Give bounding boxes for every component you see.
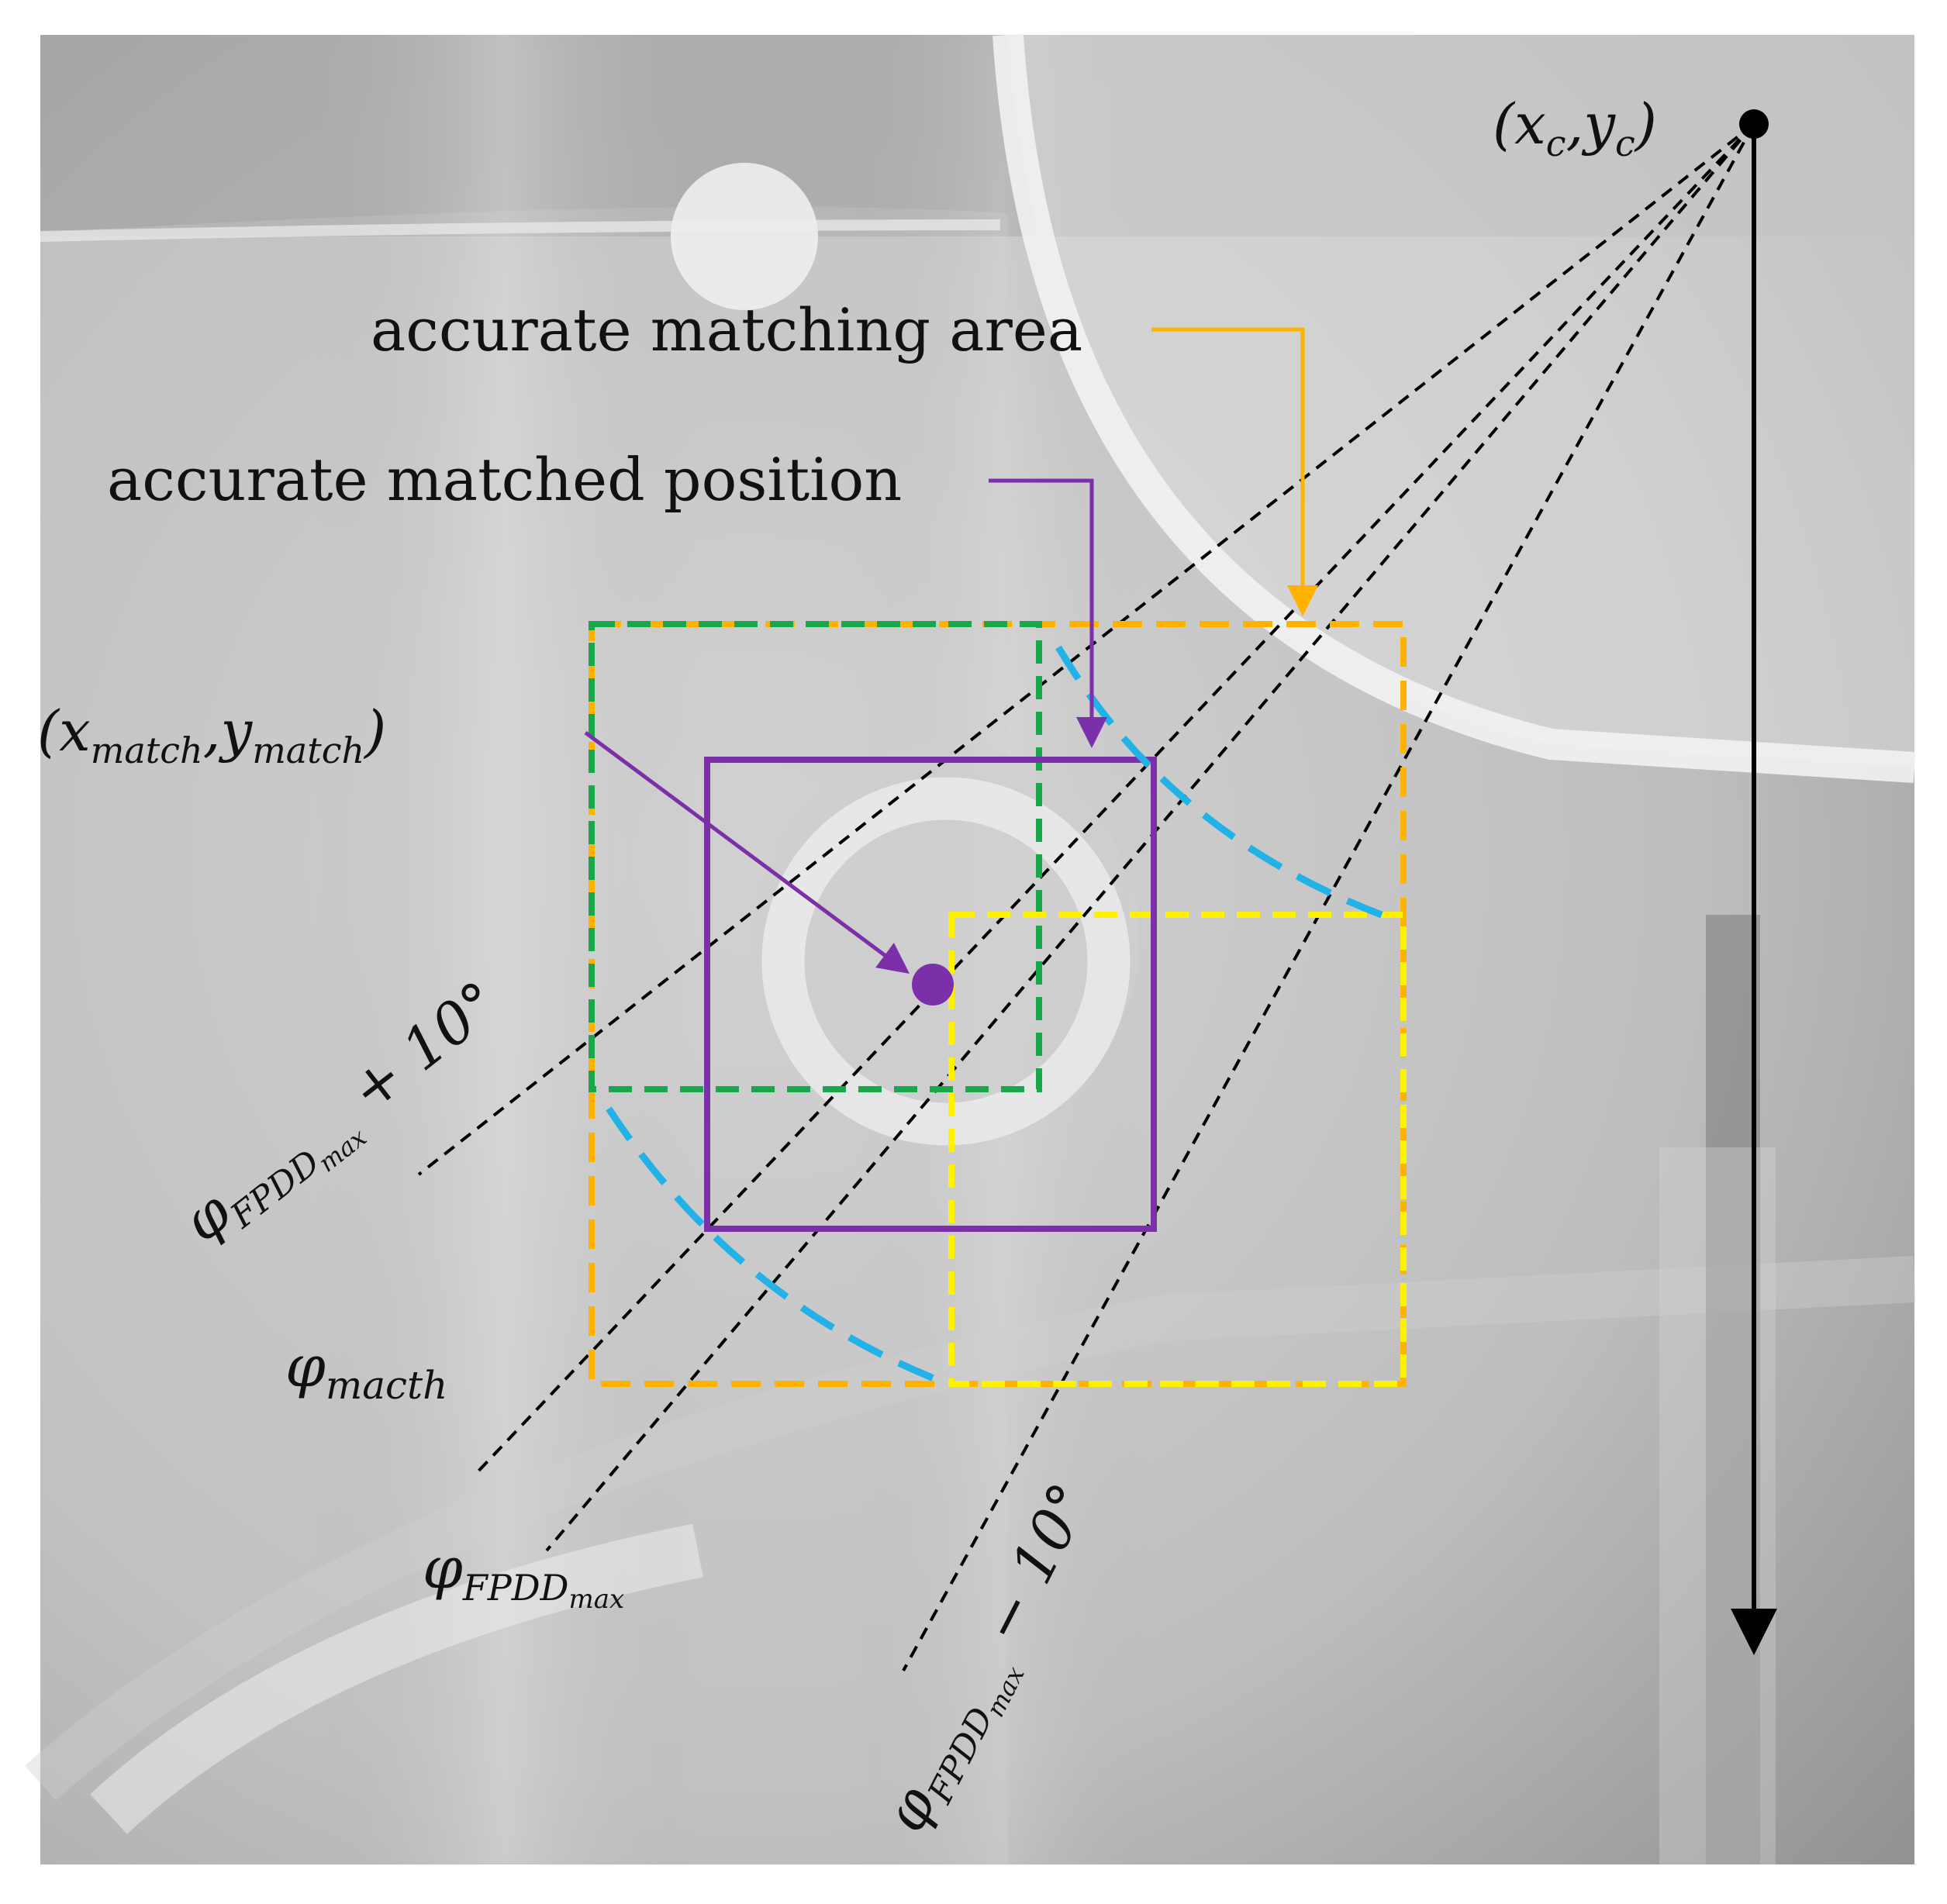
matched-point [912, 964, 954, 1005]
accurate-matched-position-label: accurate matched position [107, 445, 902, 514]
accurate-matching-area-label: accurate matching area [371, 295, 1082, 364]
ray-phi-match [471, 122, 1755, 1478]
yellow-sub-box [948, 912, 1407, 1387]
area-label-arrow [1151, 327, 1318, 616]
matched-point-label: (xmatch,ymatch) [37, 698, 386, 771]
purple-matched-box [704, 757, 1157, 1232]
match-label-arrow [584, 730, 910, 974]
ray-phi-plus-10 [417, 122, 1755, 1176]
ray-phi-minus-10 [902, 123, 1755, 1671]
dashed-rays [417, 122, 1755, 1671]
phi-match-label: φmacth [285, 1333, 447, 1408]
position-label-arrow [989, 478, 1107, 748]
green-sub-box [589, 621, 1042, 1092]
blue-arc-inner [606, 1106, 949, 1388]
ray-phi-max [545, 122, 1755, 1552]
center-label: (xc,yc) [1493, 91, 1657, 164]
phi-max-label: φFPDDmax [423, 1535, 624, 1615]
